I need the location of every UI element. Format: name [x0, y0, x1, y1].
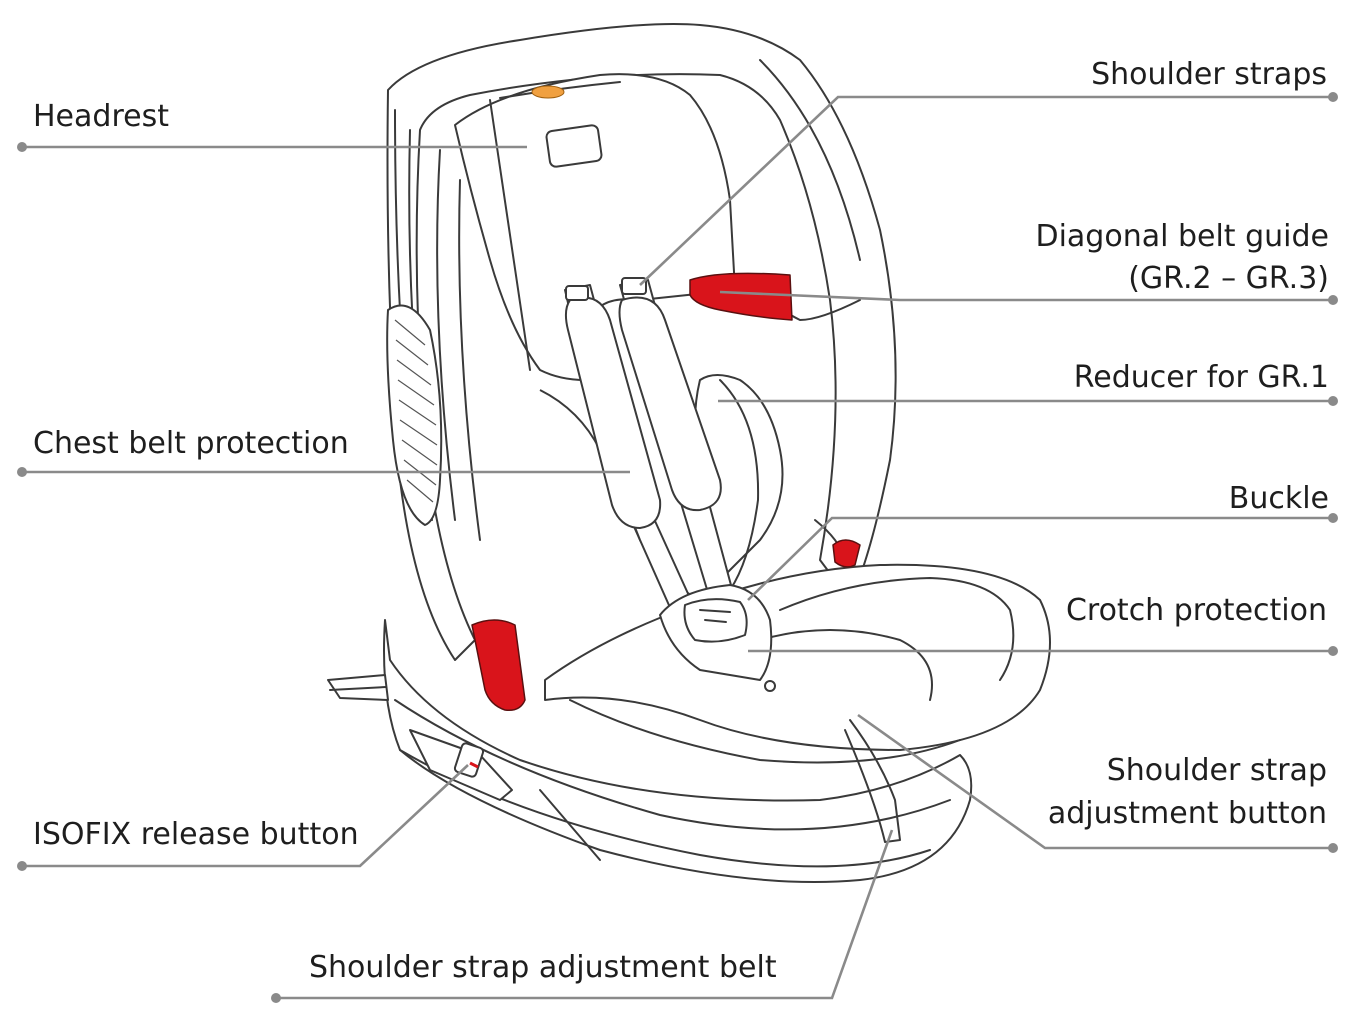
label-strap-adjust-belt: Shoulder strap adjustment belt: [309, 950, 777, 985]
isofix-release-button: [453, 742, 485, 778]
label-shoulder-straps: Shoulder straps: [1091, 57, 1327, 92]
strap-adjustment-belt: [844, 719, 901, 843]
label-diagonal-belt-guide-line1: Diagonal belt guide: [1035, 219, 1329, 254]
label-headrest: Headrest: [33, 99, 169, 134]
label-strap-adjust-button-line1: Shoulder strap: [1107, 753, 1327, 788]
seat-base: [327, 619, 973, 883]
buckle-assembly: [659, 584, 776, 692]
diagonal-belt-guide: [689, 272, 793, 321]
label-chest-belt-protection: Chest belt protection: [33, 426, 349, 461]
label-diagonal-belt-guide-line2: (GR.2 – GR.3): [1128, 261, 1329, 296]
lower-red-guides: [471, 539, 861, 712]
headrest-handle: [545, 124, 603, 168]
seat-cushion: [544, 563, 1051, 764]
shoulder-straps: [564, 277, 736, 631]
label-isofix-release: ISOFIX release button: [33, 817, 359, 852]
headrest-adjuster: [531, 85, 565, 99]
chest-belt-protection-pad: [564, 296, 662, 529]
label-strap-adjust-button-line2: adjustment button: [1048, 796, 1327, 831]
leader-lines: [17, 92, 1338, 1003]
label-crotch-protection: Crotch protection: [1066, 593, 1327, 628]
side-vent-panel: [386, 304, 443, 526]
label-buckle: Buckle: [1229, 481, 1329, 516]
car-seat-illustration: [327, 23, 1051, 883]
label-reducer: Reducer for GR.1: [1074, 360, 1329, 395]
labels: Headrest Shoulder straps Diagonal belt g…: [33, 57, 1329, 985]
